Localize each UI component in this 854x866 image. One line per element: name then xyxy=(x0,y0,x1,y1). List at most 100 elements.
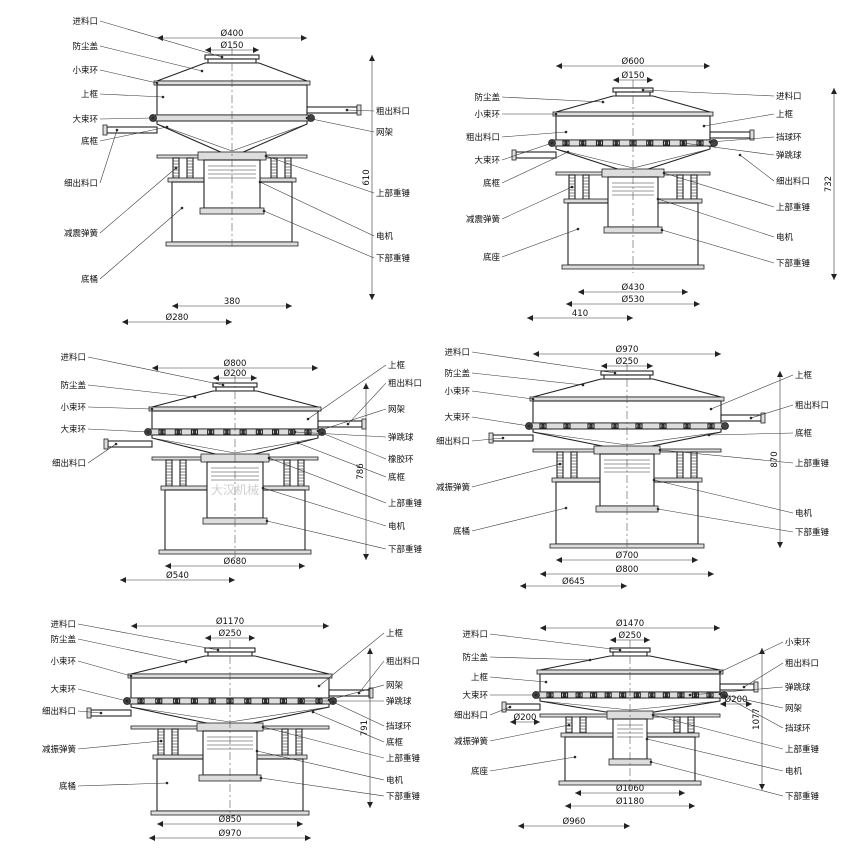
callout-big-ring: 大束环 xyxy=(474,155,500,166)
leader-dot xyxy=(316,429,320,433)
dimension-text: 380 xyxy=(224,297,240,307)
callout-upper-frame: 上框 xyxy=(471,672,489,683)
leader-line xyxy=(471,372,584,386)
dimension-arrow xyxy=(647,77,653,83)
bounce-ball xyxy=(548,693,552,697)
bounce-ball xyxy=(281,699,286,703)
leader-dot xyxy=(306,417,310,421)
leader-dot xyxy=(165,781,169,785)
leader-dot xyxy=(567,723,571,727)
leader-dot xyxy=(722,694,726,698)
leader-dot xyxy=(159,739,163,743)
callout-motor: 电机 xyxy=(376,231,394,242)
vibration-motor xyxy=(607,176,659,228)
dimension-arrow xyxy=(312,365,318,371)
dimension-arrow xyxy=(286,303,292,309)
leader-dot xyxy=(346,422,350,426)
dimension-arrow xyxy=(297,821,303,827)
dimension-text: Ø970 xyxy=(219,828,242,839)
leader-line xyxy=(489,676,547,683)
dimension-arrow xyxy=(165,563,171,569)
callout-bounce-ball: 弹跳球 xyxy=(776,150,802,161)
leader-line xyxy=(650,761,784,797)
leader-dot xyxy=(550,141,554,145)
leader-line xyxy=(709,136,775,143)
bounce-ball xyxy=(613,424,617,428)
dimension-arrow xyxy=(226,319,232,325)
leader-line xyxy=(471,390,534,400)
callout-lower-weight: 下部重锤 xyxy=(776,258,811,269)
bounce-ball xyxy=(635,693,640,697)
leader-line xyxy=(489,706,511,716)
callout-coarse-outlet: 粗出料口 xyxy=(795,400,829,411)
damping-spring xyxy=(570,451,578,479)
dimension-arrow xyxy=(305,835,311,841)
callout-motor: 电机 xyxy=(795,508,813,519)
callout-small-ring: 小束环 xyxy=(444,386,470,397)
leader-dot xyxy=(151,116,155,120)
fine-outlet-flange xyxy=(102,124,108,136)
bounce-ball xyxy=(577,693,581,697)
leader-dot xyxy=(115,128,119,132)
coarse-outlet-pipe xyxy=(720,414,762,422)
bounce-ball xyxy=(647,141,652,145)
cone-line xyxy=(632,148,711,169)
leader-dot xyxy=(265,519,269,523)
fine-outlet-flange xyxy=(511,149,517,161)
leader-dot xyxy=(688,693,692,697)
leader-line xyxy=(260,777,385,797)
bounce-ball xyxy=(597,141,602,145)
leader-line xyxy=(489,656,591,661)
leader-line xyxy=(471,463,561,488)
leader-line xyxy=(259,181,375,237)
coarse-outlet-flange xyxy=(361,418,367,430)
leader-dot xyxy=(255,749,259,753)
callout-big-ring: 大束环 xyxy=(50,684,76,695)
coarse-outlet-flange xyxy=(356,104,362,116)
bounce-ball xyxy=(620,693,625,697)
callout-motor: 电机 xyxy=(785,766,803,777)
dimension-arrow xyxy=(714,625,720,631)
dimension-arrow xyxy=(301,35,307,41)
leader-dot xyxy=(564,506,568,510)
callout-big-ring: 大束环 xyxy=(60,424,86,435)
leader-dot xyxy=(193,395,197,399)
callout-small-ring: 小束环 xyxy=(785,637,811,648)
callout-fine-outlet: 细出料口 xyxy=(776,176,810,187)
callout-bottom-frame: 底框 xyxy=(81,136,99,147)
bounce-ball xyxy=(192,430,197,434)
leader-line xyxy=(312,711,385,743)
callout-upper-weight: 上部重锤 xyxy=(386,753,421,764)
ring-clamp-right xyxy=(710,139,718,147)
dimension-arrow xyxy=(708,571,714,577)
leader-dot xyxy=(641,88,645,92)
cone-line xyxy=(626,431,722,446)
fine-outlet-pipe xyxy=(515,151,557,159)
leader-line xyxy=(77,710,102,714)
leader-dot xyxy=(184,660,188,664)
dimension-arrow xyxy=(533,351,539,357)
leader-line xyxy=(750,404,794,419)
dimension-arrow xyxy=(704,63,710,69)
coarse-outlet-pipe xyxy=(719,683,755,691)
dimension-arrow xyxy=(367,648,373,654)
bounce-ball xyxy=(139,699,143,703)
leader-line xyxy=(87,356,224,386)
callout-bottom-frame: 底框 xyxy=(483,178,501,189)
callout-fine-outlet: 细出料口 xyxy=(52,458,86,469)
dimension-arrow xyxy=(527,315,533,321)
dimension-arrow xyxy=(229,577,235,583)
callout-bounce-ball: 弹跳球 xyxy=(785,682,811,693)
leader-line xyxy=(657,198,775,238)
bounce-ball xyxy=(664,693,669,697)
callout-cover: 防尘盖 xyxy=(72,41,98,52)
callout-coarse-outlet: 粗出料口 xyxy=(785,658,819,669)
callout-upper-weight: 上部重锤 xyxy=(376,188,411,199)
bounce-ball xyxy=(698,141,702,145)
leader-line xyxy=(99,20,223,58)
leader-line xyxy=(659,449,794,464)
dimension-arrow xyxy=(152,365,158,371)
leader-dot xyxy=(645,737,649,741)
dimension-text: 1077 xyxy=(752,708,762,730)
cone-line xyxy=(231,123,308,152)
